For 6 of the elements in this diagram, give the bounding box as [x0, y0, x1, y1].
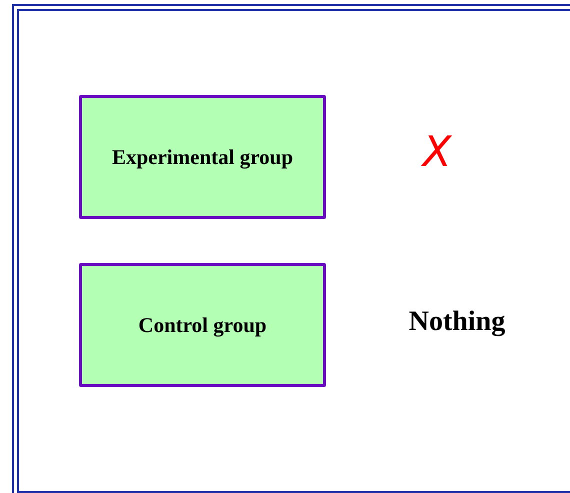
outcome-text: Nothing [408, 308, 506, 336]
group-name: Control group [138, 312, 267, 338]
group-box [79, 95, 326, 219]
group-name: Experimental group [112, 144, 294, 170]
group-box [79, 263, 326, 387]
cross-mark: X [422, 131, 452, 173]
